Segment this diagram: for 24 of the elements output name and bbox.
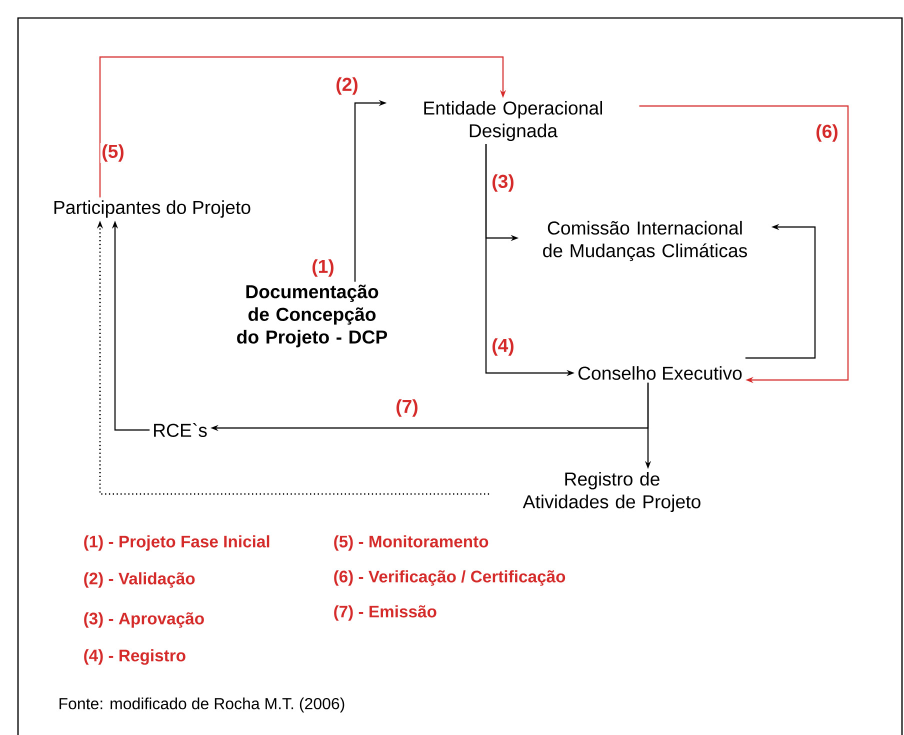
legend-item: (4) - Registro <box>84 649 186 665</box>
edge-label: (5) <box>102 144 124 162</box>
node-label: Conselho Executivo <box>578 366 742 380</box>
edge-label: (6) <box>816 124 838 142</box>
edge-label: (7) <box>396 399 418 417</box>
node-label: Participantes do Projeto <box>54 200 250 218</box>
node-label: RCE`s <box>154 423 207 437</box>
legend-item: (2) - Validação <box>84 572 195 588</box>
connector-arrow <box>639 105 849 384</box>
legend-item: (7) - Emissão <box>334 605 436 621</box>
node-label: Comissão Internacional de Mudanças Climáticas <box>543 220 747 262</box>
edge-label: (2) <box>336 77 358 95</box>
source-note: Fonte: modificado de Rocha M.T. (2006) <box>60 698 344 712</box>
edge-label: (4) <box>492 338 514 356</box>
step-number: (1) <box>312 259 334 277</box>
legend-item: (1) - Projeto Fase Inicial <box>84 535 270 551</box>
document-label: Documentação de Concepção do Projeto - DCP <box>237 284 388 348</box>
legend-item: (3) - Aprovação <box>84 612 204 628</box>
edge-label: (3) <box>492 174 514 192</box>
connector-arrow <box>99 56 506 198</box>
legend-item: (6) - Verificação / Certificação <box>334 570 566 586</box>
node-label: Registro de Atividades de Projeto <box>522 472 700 512</box>
legend-item: (5) - Monitoramento <box>334 535 488 551</box>
node-label: Entidade Operacional Designada <box>424 100 602 142</box>
